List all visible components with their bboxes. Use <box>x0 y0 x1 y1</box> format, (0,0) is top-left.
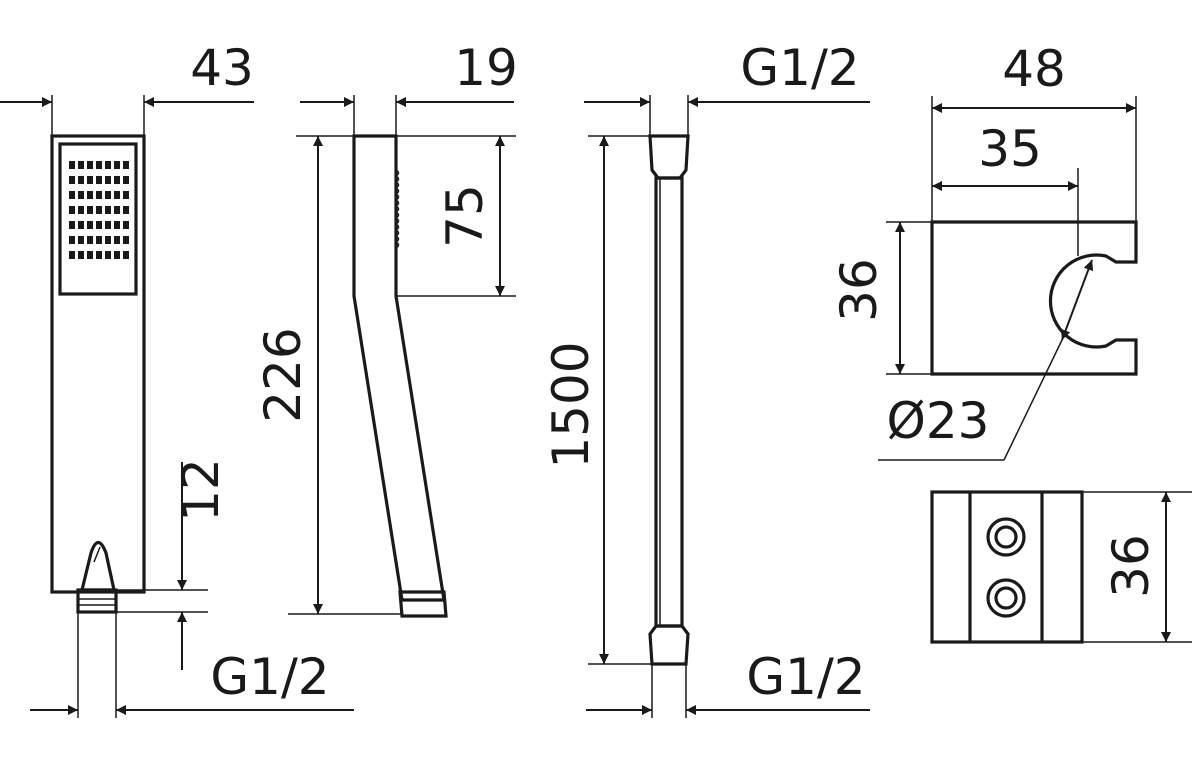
nozzle <box>87 176 93 184</box>
nozzle <box>105 191 111 199</box>
spray-rib <box>395 217 400 225</box>
nozzle <box>87 191 93 199</box>
spray-rib <box>395 169 400 177</box>
dimension-holder-48: 48 <box>931 40 1137 222</box>
spray-rib <box>395 223 400 231</box>
spray-rib <box>395 205 400 213</box>
dim-label-12: 12 <box>172 458 230 522</box>
dim-label-thread-left: G1/2 <box>210 648 329 706</box>
nozzle <box>69 161 75 169</box>
nozzle <box>105 236 111 244</box>
spray-rib <box>395 199 400 207</box>
nozzle <box>78 251 84 259</box>
spray-rib <box>395 229 400 237</box>
spray-rib <box>395 235 400 243</box>
dimension-depth-19: 19 <box>300 39 518 136</box>
spray-rib <box>395 241 400 249</box>
nozzle <box>114 191 120 199</box>
dim-label-36-side: 36 <box>830 258 888 322</box>
dimension-spray-75: 75 <box>396 135 516 297</box>
spray-rib <box>395 187 400 195</box>
nozzle <box>114 206 120 214</box>
nozzle <box>78 161 84 169</box>
nozzle <box>105 206 111 214</box>
nozzle <box>69 176 75 184</box>
dimension-hose-1500: 1500 <box>542 135 652 665</box>
dimension-length-226: 226 <box>254 135 402 615</box>
dimension-width-43: 43 <box>0 39 254 136</box>
dimension-holder-36-side: 36 <box>830 221 932 375</box>
dim-label-hose-bottom-thread: G1/2 <box>746 648 865 706</box>
nozzle <box>105 176 111 184</box>
nozzle <box>123 221 129 229</box>
nozzle <box>123 191 129 199</box>
handshower-side-view <box>352 134 448 618</box>
nozzle <box>78 221 84 229</box>
spray-rib <box>395 181 400 189</box>
nozzle <box>96 161 102 169</box>
nozzle <box>123 161 129 169</box>
nozzle <box>87 206 93 214</box>
nozzle <box>78 191 84 199</box>
nozzle <box>78 206 84 214</box>
nozzle <box>105 251 111 259</box>
nozzle <box>114 236 120 244</box>
nozzle <box>105 221 111 229</box>
dimension-holder-36-front: 36 <box>1082 491 1192 643</box>
nozzle <box>105 161 111 169</box>
nozzle <box>96 191 102 199</box>
nozzle <box>96 236 102 244</box>
dimension-hose-bottom-thread: G1/2 <box>586 648 870 718</box>
dim-label-1500: 1500 <box>542 341 600 468</box>
dimension-holder-35: 35 <box>932 120 1079 256</box>
nozzle <box>114 161 120 169</box>
dim-label-bore: Ø23 <box>887 392 990 450</box>
nozzle <box>69 236 75 244</box>
nozzle <box>114 176 120 184</box>
dim-label-75: 75 <box>436 184 494 248</box>
nozzle <box>87 161 93 169</box>
dim-label-36-front: 36 <box>1102 534 1160 598</box>
nozzle <box>114 221 120 229</box>
nozzle <box>114 251 120 259</box>
dimension-hose-top-thread: G1/2 <box>584 39 870 136</box>
spray-nozzle-grid <box>69 161 129 259</box>
nozzle <box>96 221 102 229</box>
dimension-outlet-12: 12 <box>116 458 230 670</box>
nozzle <box>87 236 93 244</box>
nozzle <box>123 176 129 184</box>
dim-label-226: 226 <box>254 327 312 422</box>
dim-label-hose-top-thread: G1/2 <box>740 39 859 97</box>
nozzle <box>87 221 93 229</box>
dim-label-43: 43 <box>190 39 254 97</box>
shower-hose <box>648 134 690 666</box>
nozzle <box>69 221 75 229</box>
nozzle <box>87 251 93 259</box>
dim-label-19: 19 <box>454 39 518 97</box>
holder-front-view <box>930 490 1084 644</box>
nozzle <box>78 236 84 244</box>
nozzle <box>78 176 84 184</box>
dimension-holder-bore: Ø23 <box>878 259 1094 461</box>
dim-label-48: 48 <box>1002 40 1066 98</box>
spray-rib <box>395 211 400 219</box>
dim-label-35: 35 <box>978 120 1042 178</box>
nozzle <box>69 206 75 214</box>
dimension-thread-left: G1/2 <box>30 612 354 718</box>
spray-rib <box>395 193 400 201</box>
spray-rib <box>395 175 400 183</box>
nozzle <box>69 251 75 259</box>
nozzle <box>123 236 129 244</box>
nozzle <box>96 176 102 184</box>
nozzle <box>96 206 102 214</box>
nozzle <box>123 251 129 259</box>
nozzle <box>96 251 102 259</box>
nozzle <box>69 191 75 199</box>
spray-face-ribs <box>395 169 400 249</box>
holder-side-view <box>930 220 1138 376</box>
nozzle <box>123 206 129 214</box>
handshower-front-view <box>50 134 146 614</box>
